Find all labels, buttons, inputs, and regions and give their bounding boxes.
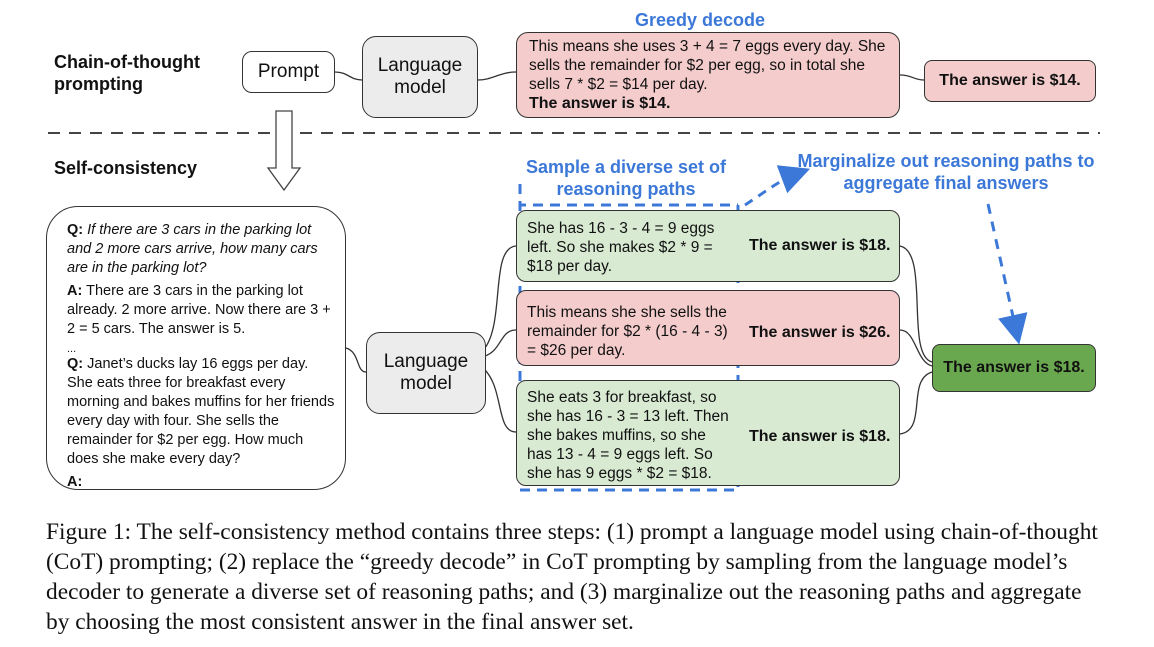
qa-q1: Q: If there are 3 cars in the parking lo… — [67, 222, 318, 276]
lm-to-path-3-line — [484, 369, 517, 433]
lm-to-greedy-line — [477, 71, 517, 81]
path-1-text: She has 16 - 3 - 4 = 9 eggs left. So she… — [527, 220, 715, 275]
cot-section-label: Chain-of-thought prompting — [54, 52, 200, 94]
path-2-text: This means she she sells the remainder f… — [527, 304, 728, 359]
path-3-text: She eats 3 for breakfast, so she has 16 … — [527, 389, 729, 482]
path-3-answer: The answer is $18. — [749, 428, 891, 445]
greedy-to-answer-line — [899, 74, 925, 81]
reasoning-path-3: She eats 3 for breakfast, so she has 16 … — [516, 380, 900, 486]
qa-a2: A: — [67, 474, 83, 490]
marginalize-to-final-arrow — [986, 203, 1028, 345]
path-3-to-final-line — [899, 371, 933, 435]
lm-to-path-1-line — [484, 245, 517, 349]
language-model-box-bottom: Language model — [366, 332, 486, 414]
path-2-to-final-line — [899, 329, 933, 367]
sample-to-marginalize-arrow — [744, 165, 811, 207]
prompt-qa-box: Q: If there are 3 cars in the parking lo… — [46, 206, 346, 490]
greedy-decode-text: This means she uses 3 + 4 = 7 eggs every… — [529, 38, 886, 93]
greedy-answer-box: The answer is $14. — [924, 60, 1096, 102]
lm-to-path-2-line — [484, 329, 517, 357]
reasoning-path-2: This means she she sells the remainder f… — [516, 290, 900, 366]
qa-ellipsis: ... — [67, 343, 77, 355]
figure-caption: Figure 1: The self-consistency method co… — [46, 519, 1098, 635]
language-model-box-top: Language model — [362, 36, 478, 118]
path-1-answer: The answer is $18. — [749, 237, 891, 254]
qa-a1: A: There are 3 cars in the parking lot a… — [67, 283, 331, 337]
greedy-decode-box: This means she uses 3 + 4 = 7 eggs every… — [516, 32, 900, 118]
reasoning-path-1: She has 16 - 3 - 4 = 9 eggs left. So she… — [516, 210, 900, 282]
final-answer-box: The answer is $18. — [932, 344, 1096, 392]
prompt-qa-to-lm-line — [345, 347, 367, 373]
prompt-to-lm-line — [334, 71, 363, 81]
sc-section-label: Self-consistency — [54, 158, 198, 178]
down-arrow — [266, 110, 302, 192]
path-2-answer: The answer is $26. — [749, 324, 891, 341]
greedy-decode-title: Greedy decode — [634, 10, 766, 30]
sampling-bracket-top — [518, 184, 738, 207]
qa-q2: Q: Janet’s ducks lay 16 eggs per day. Sh… — [67, 356, 335, 467]
greedy-decode-answer: The answer is $14. — [529, 95, 671, 112]
path-1-to-final-line — [899, 245, 933, 363]
marginalize-label: Marginalize out reasoning paths to aggre… — [797, 151, 1095, 193]
prompt-box: Prompt — [242, 51, 335, 93]
sample-paths-label: Sample a diverse set of reasoning paths — [525, 157, 727, 199]
